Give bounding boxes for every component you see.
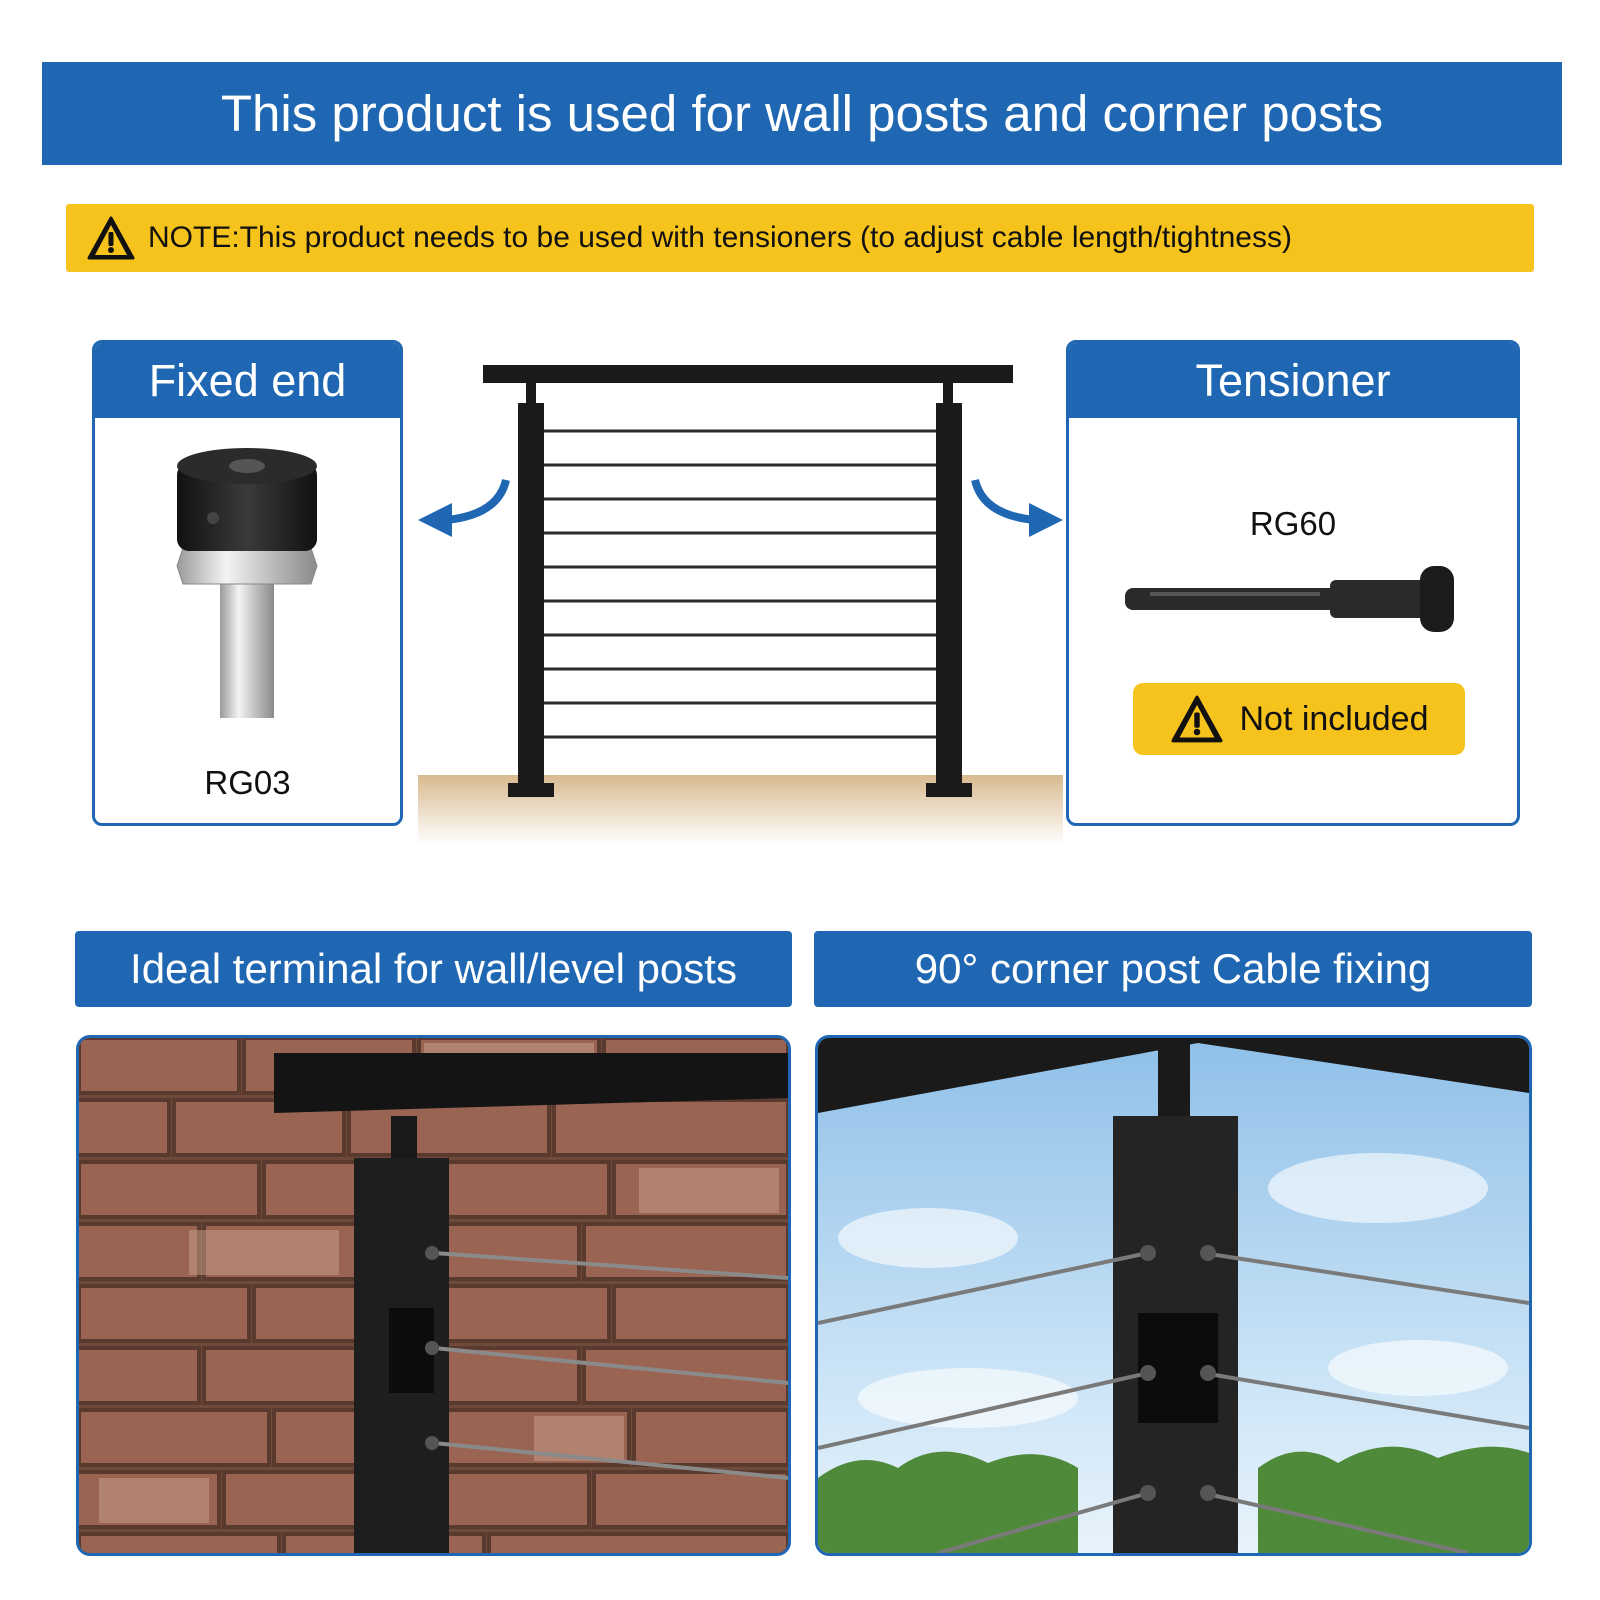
- fixed-end-code: RG03: [204, 764, 291, 801]
- caption-corner-post: 90° corner post Cable fixing: [814, 931, 1532, 1007]
- warning-triangle-icon: [1171, 695, 1224, 743]
- note-text: NOTE:This product needs to be used with …: [148, 221, 1292, 254]
- title-text: This product is used for wall posts and …: [220, 85, 1384, 142]
- not-included-text: Not included: [1239, 699, 1429, 738]
- tensioner-product-image: [1125, 566, 1454, 632]
- tensioner-heading: Tensioner: [1069, 343, 1517, 418]
- cable-railing-illustration: [418, 365, 1063, 845]
- tensioner-code: RG60: [1249, 505, 1337, 542]
- arrow-left-icon: [418, 478, 510, 537]
- fixed-end-panel: Fixed end: [92, 340, 403, 826]
- title-banner: This product is used for wall posts and …: [42, 62, 1562, 165]
- corner-post-photo: [815, 1035, 1532, 1556]
- arrow-right-icon: [971, 478, 1063, 537]
- fixed-end-product-image: [176, 448, 318, 718]
- fixed-end-heading: Fixed end: [95, 343, 400, 418]
- note-banner: NOTE:This product needs to be used with …: [66, 204, 1534, 272]
- warning-triangle-icon: [87, 216, 135, 260]
- not-included-badge: Not included: [1133, 683, 1465, 755]
- caption-wall-posts: Ideal terminal for wall/level posts: [75, 931, 792, 1007]
- wall-post-photo: [76, 1035, 791, 1556]
